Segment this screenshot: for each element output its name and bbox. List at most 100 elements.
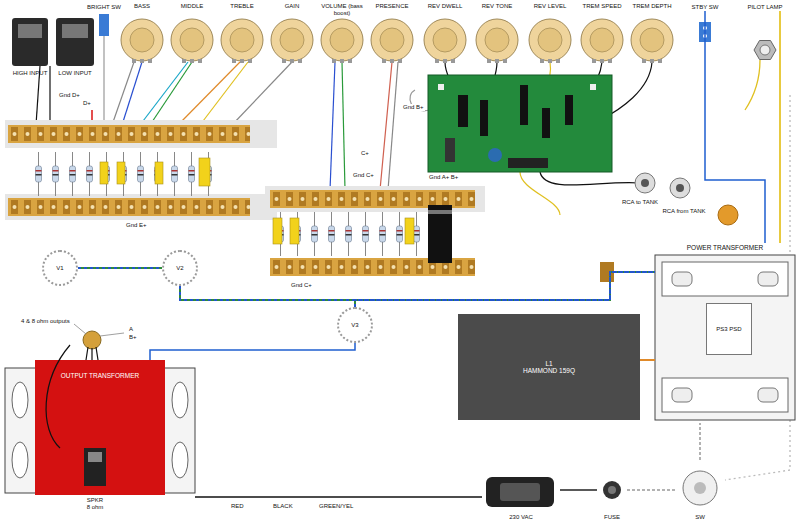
fuse-box: FUSE (597, 470, 627, 522)
node-text: MIDDLE (181, 3, 204, 10)
node-text: HAMMOND 159Q (523, 367, 575, 374)
pot-label: TREBLE (229, 3, 254, 10)
input-jack (12, 18, 48, 66)
heater-twist (78, 267, 162, 269)
pcb-pad (438, 84, 444, 90)
node-text: PILOT LAMP (747, 4, 782, 11)
wire-label: RED (230, 503, 245, 510)
mount-hole (672, 388, 692, 402)
wire-connector (78, 267, 162, 269)
filter-capacitor (428, 205, 452, 263)
pot-label: REV LEVEL (533, 3, 568, 10)
resistor-row (30, 152, 217, 196)
wire-label: 4 & 8 ohm outputs (20, 318, 71, 325)
jack-label: HIGH INPUT (12, 70, 49, 77)
wire-connector (627, 489, 675, 491)
capacitor (155, 162, 163, 184)
choke-box: L1HAMMOND 159Q (458, 314, 640, 420)
wire (103, 36, 104, 125)
wire (520, 172, 560, 215)
capacitor (117, 162, 125, 184)
board-backing (5, 194, 277, 220)
node-text: VOLUME (bass boost) (319, 3, 365, 17)
power-transformer: POWER TRANSFORMER PS3 PSD (655, 243, 795, 423)
node-text: OUTPUT TRANSFORMER (35, 372, 165, 379)
node-text: RCA from TANK (662, 208, 705, 215)
output-transformer-core (35, 360, 165, 495)
turret-strip (8, 198, 250, 216)
node-text: 230 VAC (509, 514, 533, 521)
pot-label: GAIN (284, 3, 301, 10)
wire-connector (150, 343, 355, 360)
node-text: V3 (351, 322, 358, 329)
ic-chip (542, 108, 550, 138)
wire (112, 62, 134, 125)
turret-strip (8, 125, 250, 143)
node-text: BRIGHT SW (87, 4, 121, 11)
speaker-jack-label: SPKR8 ohm (86, 497, 105, 511)
tube-socket: V2 (162, 250, 198, 286)
pot-label: REV DWELL (427, 3, 464, 10)
lamp-label: PILOT LAMP (746, 4, 783, 11)
node-text: V1 (56, 265, 63, 272)
mount-hole (758, 272, 778, 286)
heater-twist (355, 272, 655, 307)
capacitor (718, 205, 738, 225)
wire-label: Gnd C+ (352, 172, 375, 179)
pot-label: MIDDLE (180, 3, 205, 10)
node-text: REV TONE (482, 3, 512, 10)
mount-hole (12, 382, 28, 418)
node-text: STBY SW (692, 4, 719, 11)
wire-label: B+ (128, 334, 138, 341)
wire (388, 62, 398, 190)
wire-connector (560, 489, 597, 491)
iec-socket (500, 483, 540, 501)
capacitor (405, 218, 414, 244)
wire (46, 345, 70, 448)
wire (195, 496, 482, 497)
fuse-holder (603, 481, 621, 499)
capacitor-band (428, 210, 452, 214)
pot-label: TREM SPEED (581, 3, 622, 10)
potentiometer (581, 19, 623, 63)
node-text: TREBLE (230, 3, 253, 10)
node-text: V2 (176, 265, 183, 272)
wire (86, 347, 98, 360)
transformer-label-box: PS3 PSD (706, 303, 752, 355)
transformer-bell (662, 378, 788, 412)
tube-socket: V3 (337, 307, 373, 343)
wire (178, 62, 240, 125)
leader-line (100, 333, 124, 336)
wire-label: Gnd C+ (290, 282, 313, 289)
switch-label: BRIGHT SW (86, 4, 122, 11)
tube-socket: V1 (42, 250, 78, 286)
mount-hole (672, 272, 692, 286)
wire-connector (355, 272, 655, 307)
node-text: POWER TRANSFORMER (655, 244, 795, 251)
potentiometer (424, 19, 466, 63)
switch-toggle (694, 482, 706, 494)
mount-hole (172, 442, 188, 478)
ic-chip (565, 95, 573, 125)
lamp-lens (760, 45, 770, 55)
node-text: TREM SPEED (582, 3, 621, 10)
pot-label: REV TONE (481, 3, 513, 10)
wire-label: A (128, 326, 134, 333)
mount-hole (758, 388, 778, 402)
pcb-terminals (508, 158, 548, 168)
wire (140, 62, 188, 125)
potentiometer (371, 19, 413, 63)
heater-twist (180, 272, 655, 300)
jack-label: LOW INPUT (57, 70, 92, 77)
ic-chip (480, 100, 488, 136)
leader-line (74, 324, 86, 334)
rca-center (676, 184, 684, 192)
wire-label: Gnd D+ (58, 92, 81, 99)
wire-label: C+ (360, 150, 370, 157)
wire (232, 62, 292, 125)
rca-center (641, 179, 649, 187)
resistor-row (272, 212, 422, 256)
